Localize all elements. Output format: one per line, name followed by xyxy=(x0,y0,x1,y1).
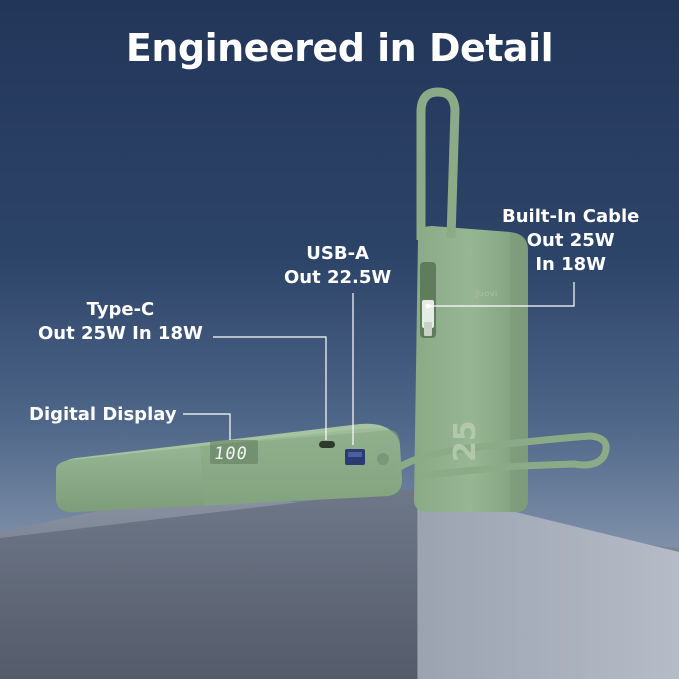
usb-a-spec: Out 22.5W xyxy=(284,267,392,288)
usb-a-label: USB-A xyxy=(306,243,369,264)
built-in-cable-leader xyxy=(428,282,575,307)
usb-a-callout: USB-A Out 22.5W xyxy=(284,242,391,290)
display-window xyxy=(210,440,258,464)
brand-logo: Juovi xyxy=(476,289,498,298)
capacity-mark: 25 xyxy=(448,420,483,462)
type-c-label: Type-C xyxy=(86,299,155,320)
type-c-leader xyxy=(213,336,327,440)
digital-display-label: Digital Display xyxy=(29,404,177,425)
type-c-callout: Type-C Out 25W In 18W xyxy=(38,298,203,346)
lanyard-loop xyxy=(416,87,460,240)
upright-power-bank-body xyxy=(414,226,528,512)
display-reading: 100 xyxy=(212,444,250,464)
type-c-spec: Out 25W In 18W xyxy=(38,323,203,344)
connecting-cable xyxy=(394,432,610,480)
type-c-port xyxy=(319,441,335,448)
pedestal-side xyxy=(418,488,679,679)
power-button xyxy=(377,453,389,465)
built-in-cable-callout: Built-In Cable Out 25W In 18W xyxy=(502,205,639,277)
built-in-cable-label: Built-In Cable xyxy=(502,206,640,227)
built-in-cable-output: Out 25W xyxy=(526,230,615,251)
digital-display-leader xyxy=(183,413,231,440)
headline: Engineered in Detail xyxy=(125,26,554,70)
digital-display-callout: Digital Display xyxy=(29,403,177,427)
built-in-cable-input: In 18W xyxy=(535,254,607,275)
